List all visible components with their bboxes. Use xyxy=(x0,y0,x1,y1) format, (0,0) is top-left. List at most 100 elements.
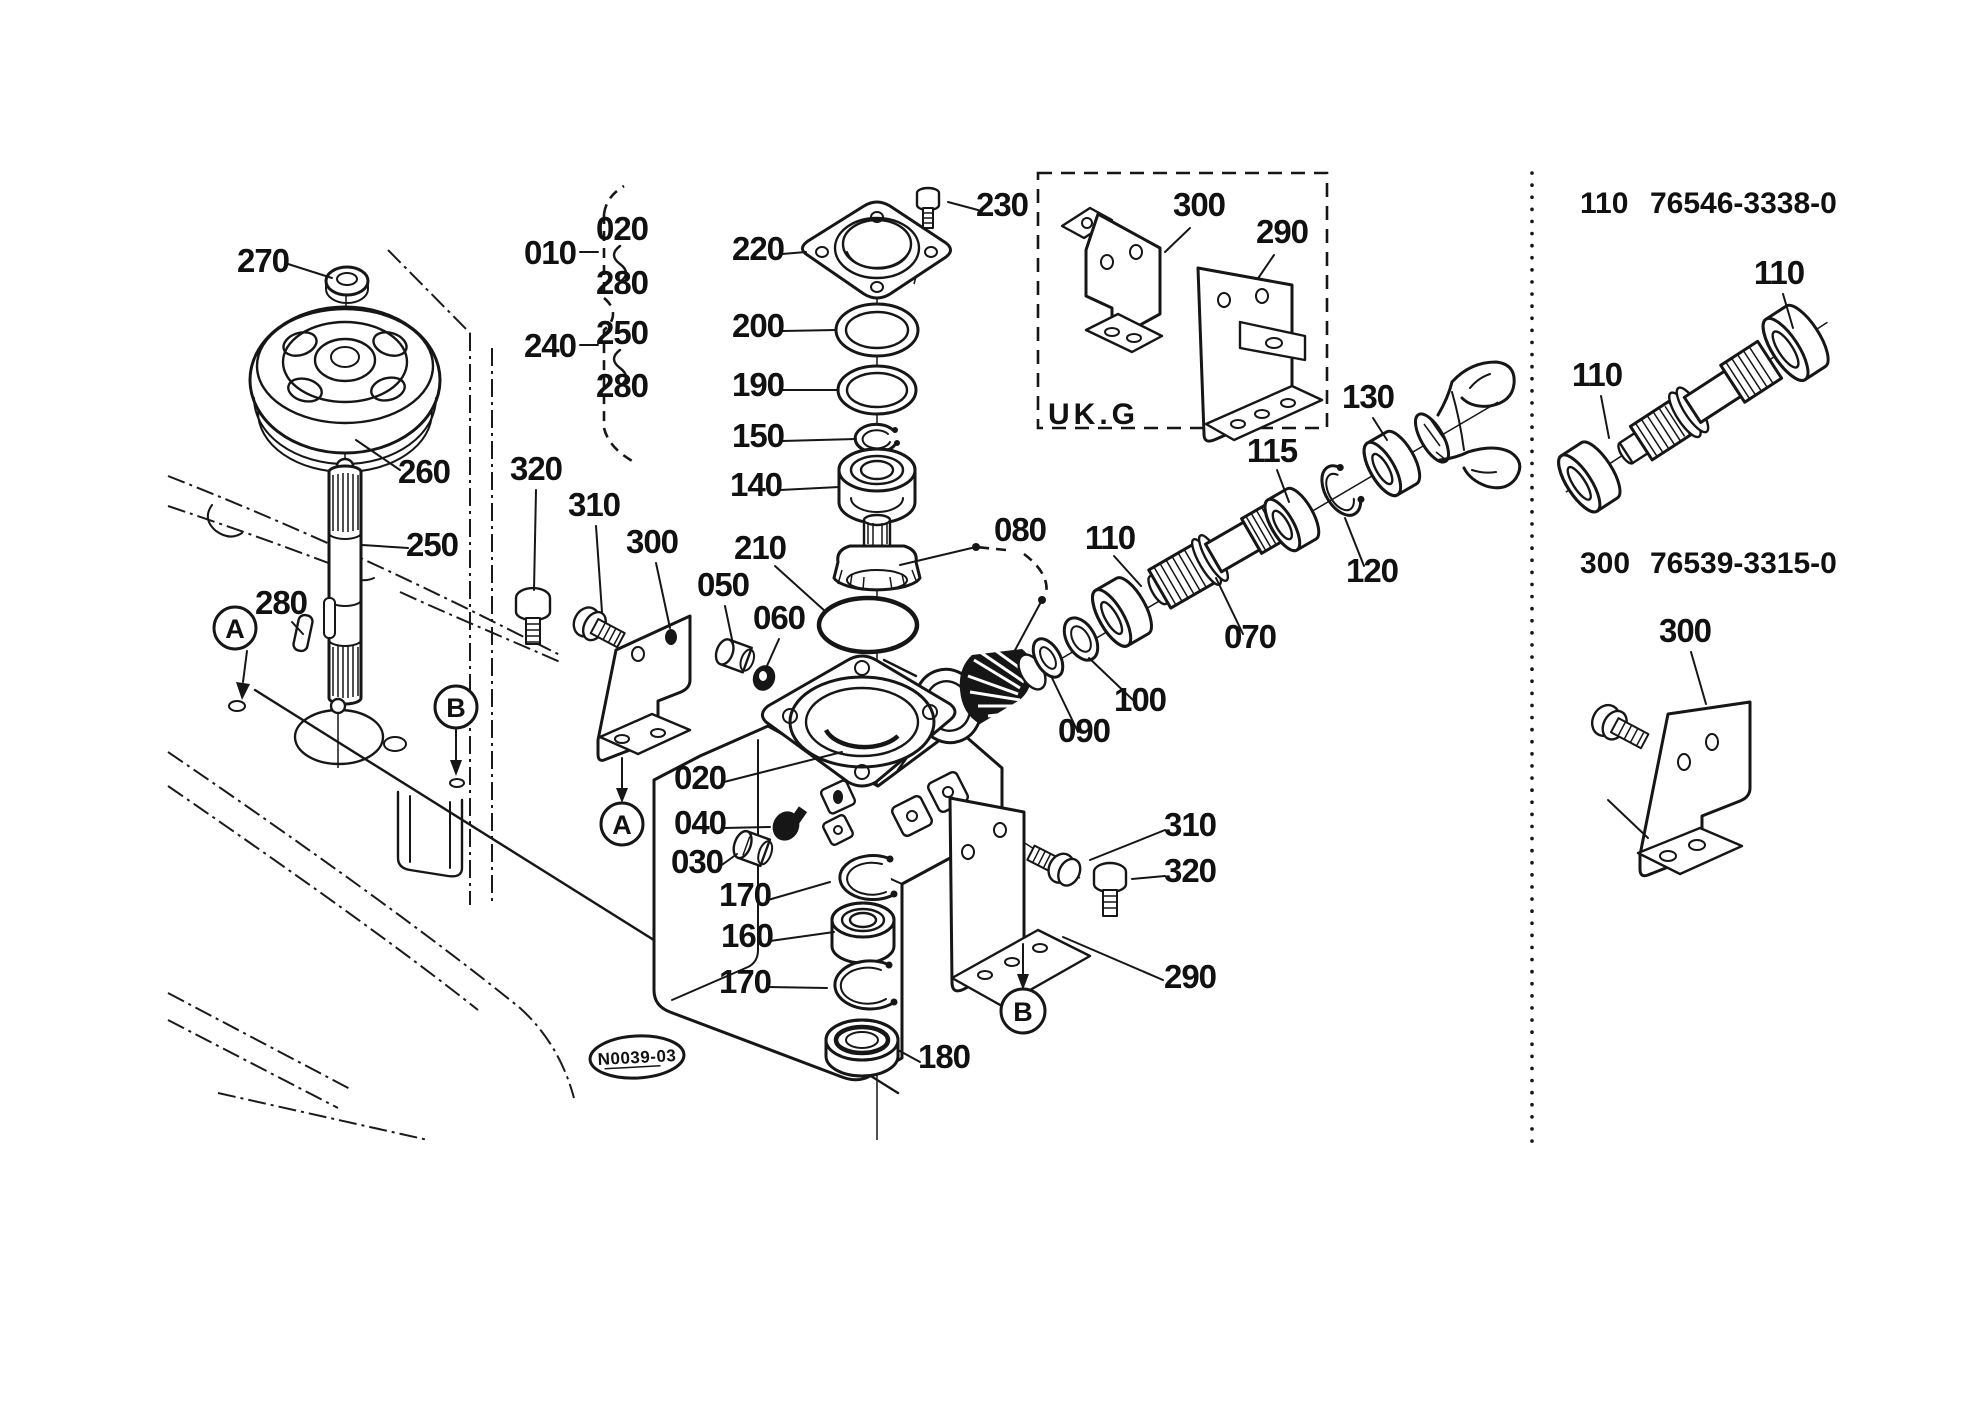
callout-020-main: 020 xyxy=(674,759,726,796)
housing-top-flange xyxy=(761,654,957,788)
callout-210: 210 xyxy=(734,529,786,566)
callout-100: 100 xyxy=(1114,681,1166,718)
plug-030 xyxy=(732,829,774,868)
group-notation xyxy=(579,184,635,464)
universal-joint-yoke xyxy=(1413,360,1522,490)
panel-shaft-diagram xyxy=(1557,303,1830,514)
callout-160: 160 xyxy=(721,917,773,954)
view-a-letter-mid: A xyxy=(612,810,632,840)
seal-180 xyxy=(824,1018,900,1078)
stamp-text: N0039-03 xyxy=(597,1046,677,1069)
snap-ring-170-upper xyxy=(838,854,898,902)
callout-115: 115 xyxy=(1247,432,1298,469)
panel-entry1-ref: 110 xyxy=(1580,187,1628,220)
panel-bolt xyxy=(1590,703,1650,750)
ukg-bracket-300 xyxy=(1060,206,1164,354)
oring-210 xyxy=(816,595,920,655)
ukg-inset-box: UK.G xyxy=(1036,171,1329,443)
view-b-circle-frame xyxy=(433,684,479,730)
callout-320-right: 320 xyxy=(1164,852,1216,889)
panel-bearing-110-right xyxy=(1761,303,1830,382)
ukg-label: UK.G xyxy=(1048,398,1139,431)
bolt-310-right xyxy=(1026,844,1082,887)
left-bracket-assembly: A xyxy=(514,586,692,847)
callout-180: 180 xyxy=(918,1038,970,1075)
callout-320-left: 320 xyxy=(510,450,562,487)
callout-070: 070 xyxy=(1224,618,1276,655)
panel-bracket-300 xyxy=(1607,700,1752,878)
oring-200 xyxy=(834,302,920,358)
callout-300-left: 300 xyxy=(626,523,678,560)
pointer-080 xyxy=(899,543,1048,653)
callout-030: 030 xyxy=(671,843,723,880)
callout-140: 140 xyxy=(730,466,782,503)
callout-080: 080 xyxy=(994,511,1046,548)
callout-280-group2: 280 xyxy=(596,367,648,404)
callout-220: 220 xyxy=(732,230,784,267)
cover-plate-220 xyxy=(801,200,952,300)
callout-240: 240 xyxy=(524,327,576,364)
frame-view-refs: A B xyxy=(212,605,479,788)
washer-270 xyxy=(324,265,370,304)
callout-310-left: 310 xyxy=(568,486,620,523)
view-b-circle-mid xyxy=(999,987,1047,1035)
bolt-320-left xyxy=(514,586,552,645)
bevel-pinion-gear xyxy=(832,513,922,592)
bearing-115 xyxy=(1263,486,1321,553)
shim-100 xyxy=(1062,616,1100,662)
callout-310-right: 310 xyxy=(1164,806,1216,843)
callout-290-right: 290 xyxy=(1164,958,1216,995)
callout-190: 190 xyxy=(732,366,784,403)
bolt-320-right xyxy=(1092,861,1128,917)
callout-110-panel-left: 110 xyxy=(1572,356,1622,393)
washer-090 xyxy=(1031,637,1065,679)
callout-300-panel: 300 xyxy=(1659,612,1711,649)
callout-280-group1: 280 xyxy=(596,264,648,301)
callout-130: 130 xyxy=(1342,378,1394,415)
panel-entry1-part-number: 76546-3338-0 xyxy=(1650,187,1837,220)
callout-260: 260 xyxy=(398,453,450,490)
callout-280: 280 xyxy=(255,584,307,621)
pulley-shaft-assembly xyxy=(248,265,442,768)
view-a-letter-frame: A xyxy=(225,614,245,644)
pulley-260 xyxy=(248,305,442,473)
bearing-160 xyxy=(830,901,896,965)
plug-060 xyxy=(752,665,776,691)
right-bracket-assembly: B xyxy=(948,796,1128,1035)
gearbox-housing-020 xyxy=(652,654,1004,1082)
panel-shaft xyxy=(1617,339,1784,465)
callout-290-ukg: 290 xyxy=(1256,213,1308,250)
callout-170-lower: 170 xyxy=(719,963,771,1000)
callout-270: 270 xyxy=(237,242,289,279)
output-shaft-assembly xyxy=(959,360,1522,724)
callout-250-group: 250 xyxy=(596,314,648,351)
drawing-stamp: N0039-03 xyxy=(588,1034,686,1080)
bracket-300-left xyxy=(596,614,692,762)
bearing-130 xyxy=(1362,429,1422,498)
bearing-110 xyxy=(1091,576,1153,648)
callout-150: 150 xyxy=(732,417,784,454)
callout-010: 010 xyxy=(524,234,576,271)
bolt-310-left xyxy=(572,606,626,649)
bearing-140 xyxy=(837,447,917,525)
gearbox-stack xyxy=(652,186,1004,1140)
callout-050: 050 xyxy=(697,566,749,603)
callout-040: 040 xyxy=(674,804,726,841)
callout-200: 200 xyxy=(732,307,784,344)
callout-120: 120 xyxy=(1346,552,1398,589)
panel-entry2-ref: 300 xyxy=(1580,547,1630,580)
plug-050 xyxy=(714,638,756,674)
panel-bearing-110-left xyxy=(1557,440,1622,514)
callout-110-panel-right: 110 xyxy=(1754,254,1804,291)
snap-ring-170-lower xyxy=(833,959,898,1011)
snap-ring-150 xyxy=(853,422,900,454)
panel-entry2-part-number: 76539-3315-0 xyxy=(1650,547,1837,580)
housing-pads xyxy=(822,771,969,846)
callout-060: 060 xyxy=(753,599,805,636)
callout-labels: 270 260 250 280 320 310 300 050 060 210 … xyxy=(237,186,1805,1075)
callout-170-upper: 170 xyxy=(719,876,771,913)
callout-230: 230 xyxy=(976,186,1028,223)
callout-250: 250 xyxy=(406,526,458,563)
